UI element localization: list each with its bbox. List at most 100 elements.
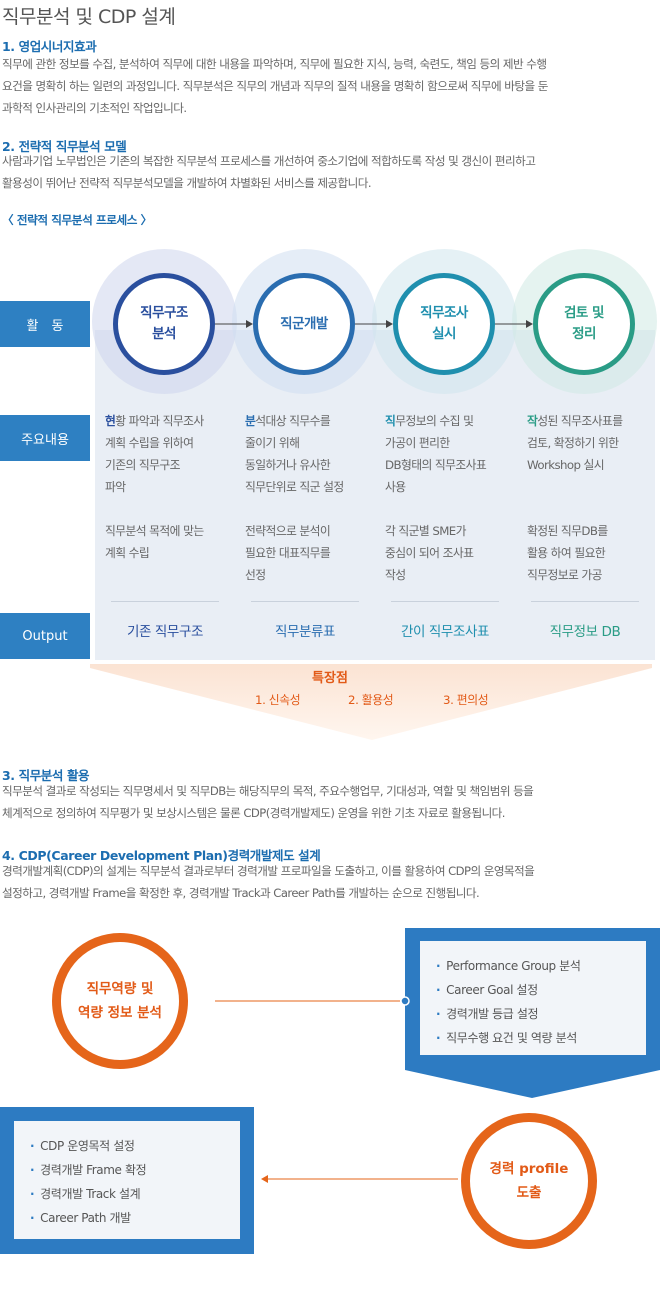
content-line: 계획 수립을 위하여 (105, 436, 194, 450)
column-content-2: 분석대상 직무수를 줄이기 위해 동일하거나 유사한 직무단위로 직군 설정 (245, 410, 370, 498)
output-2: 직무분류표 (274, 624, 336, 640)
column-content-3b: 각 직군별 SME가 중심이 되어 조사표 작성 (385, 520, 510, 586)
circle-label: 직무역량 및 (86, 981, 154, 997)
step-label: 정리 (572, 326, 596, 342)
column-content-1b: 직무분석 목적에 맞는 계획 수립 (105, 520, 230, 564)
row-label-output: Output (0, 613, 90, 659)
content-line: 줄이기 위해 (245, 436, 300, 450)
cdp-circle-profile: 경력 profile 도출 (461, 1113, 597, 1249)
output-3: 간이 직무조사표 (400, 624, 490, 640)
column-divider (531, 601, 639, 602)
feature-3: 3. 편의성 (443, 693, 489, 707)
content-line: Workshop 실시 (527, 458, 605, 472)
section3-line: 직무분석 결과로 작성되는 직무명세서 및 직무DB는 해당직무의 목적, 주요… (2, 784, 534, 798)
list-item: Career Goal 설정 (436, 978, 580, 1002)
list-item: Career Path 개발 (30, 1206, 146, 1230)
content-line: 필요한 대표직무를 (245, 546, 331, 560)
cdp-list2: CDP 운영목적 설정 경력개발 Frame 확정 경력개발 Track 설계 … (30, 1134, 146, 1230)
first-char: 분 (245, 414, 256, 428)
content-line: 직무분석 목적에 맞는 (105, 524, 204, 538)
step-label: 실시 (432, 326, 456, 342)
list-item: CDP 운영목적 설정 (30, 1134, 146, 1158)
step-label: 검토 및 (564, 305, 604, 321)
content-line: 기존의 직무구조 (105, 458, 181, 472)
content-line: 전략적으로 분석이 (245, 524, 331, 538)
step-circle-2: 직군개발 (253, 273, 355, 375)
section2-body: 사람과기업 노무법인은 기존의 복잡한 직무분석 프로세스를 개선하여 중소기업… (2, 150, 652, 194)
content-line: 황 파악과 직무조사 (115, 414, 204, 428)
content-line: 가공이 편리한 (385, 436, 450, 450)
column-divider (391, 601, 499, 602)
row-label-content: 주요내용 (0, 415, 90, 461)
first-char: 현 (105, 414, 116, 428)
section2-line: 사람과기업 노무법인은 기존의 복잡한 직무분석 프로세스를 개선하여 중소기업… (2, 154, 536, 168)
process-title: 〈 전략적 직무분석 프로세스 〉 (2, 213, 152, 227)
section1-line: 과학적 인사관리의 기초적인 작업입니다. (2, 101, 187, 115)
content-line: 활용 하여 필요한 (527, 546, 606, 560)
content-line: 중심이 되어 조사표 (385, 546, 474, 560)
content-line: 무정보의 수집 및 (395, 414, 474, 428)
list-item: Performance Group 분석 (436, 954, 581, 978)
section2-title: 2. 전략적 직무분석 모델 (2, 139, 127, 154)
step-label: 직무구조 (140, 305, 188, 321)
section4-title: 4. CDP(Career Development Plan)경력개발제도 설계 (2, 848, 321, 863)
content-line: 계획 수립 (105, 546, 150, 560)
column-divider (111, 601, 219, 602)
section4-body: 경력개발계획(CDP)의 설계는 직무분석 결과로부터 경력개발 프로파일을 도… (2, 860, 652, 904)
content-line: DB형태의 직무조사표 (385, 458, 487, 472)
row-label-activity: 활 동 (0, 301, 90, 347)
section4-line: 경력개발계획(CDP)의 설계는 직무분석 결과로부터 경력개발 프로파일을 도… (2, 864, 535, 878)
output-4: 직무정보 DB (549, 624, 621, 640)
content-line: 작성 (385, 568, 406, 582)
content-line: 파악 (105, 480, 126, 494)
output-1: 기존 직무구조 (126, 624, 203, 640)
content-line: 검토, 확정하기 위한 (527, 436, 619, 450)
content-line: 사용 (385, 480, 406, 494)
feature-1: 1. 신속성 (255, 693, 301, 707)
features-chevron (90, 664, 652, 740)
content-line: 석대상 직무수를 (255, 414, 331, 428)
step-label: 직군개발 (280, 315, 328, 332)
step-label: 분석 (152, 326, 176, 342)
section4-line: 설정하고, 경력개발 Frame을 확정한 후, 경력개발 Track과 Car… (2, 886, 480, 900)
cdp-list1: Performance Group 분석 Career Goal 설정 경력개발… (436, 954, 581, 1050)
section1-body: 직무에 관한 정보를 수집, 분석하여 직무에 대한 내용을 파악하며, 직무에… (2, 53, 652, 119)
column-content-4: 작성된 직무조사표를 검토, 확정하기 위한 Workshop 실시 (527, 410, 652, 476)
step-label: 직무조사 (420, 305, 468, 321)
section1-title: 1. 영업시너지효과 (2, 39, 97, 54)
content-line: 성된 직무조사표를 (537, 414, 623, 428)
column-content-1: 현황 파악과 직무조사 계획 수립을 위하여 기존의 직무구조 파악 (105, 410, 230, 498)
section2-line: 활용성이 뛰어난 전략적 직무분석모델을 개발하여 차별화된 서비스를 제공합니… (2, 176, 372, 190)
section3-body: 직무분석 결과로 작성되는 직무명세서 및 직무DB는 해당직무의 목적, 주요… (2, 780, 652, 824)
column-content-2b: 전략적으로 분석이 필요한 대표직무를 선정 (245, 520, 370, 586)
content-line: 동일하거나 유사한 (245, 458, 331, 472)
list-item: 경력개발 Track 설계 (30, 1182, 146, 1206)
content-line: 확정된 직무DB를 (527, 524, 608, 538)
feature-2: 2. 활용성 (348, 693, 394, 707)
column-content-4b: 확정된 직무DB를 활용 하여 필요한 직무정보로 가공 (527, 520, 652, 586)
section1-line: 요건을 명확히 하는 일련의 과정입니다. 직무분석은 직무의 개념과 직무의 … (2, 79, 548, 93)
list-item: 경력개발 등급 설정 (436, 1002, 580, 1026)
content-line: 선정 (245, 568, 266, 582)
features-title: 특장점 (312, 671, 348, 686)
cdp-circle-competency: 직무역량 및 역량 정보 분석 (52, 933, 188, 1069)
section3-title: 3. 직무분석 활용 (2, 768, 90, 783)
content-line: 직무정보로 가공 (527, 568, 603, 582)
list-item: 직무수행 요건 및 역량 분석 (436, 1026, 580, 1050)
section3-line: 체계적으로 정의하여 직무평가 및 보상시스템은 물론 CDP(경력개발제도) … (2, 806, 505, 820)
column-content-3: 직무정보의 수집 및 가공이 편리한 DB형태의 직무조사표 사용 (385, 410, 510, 498)
circle-label: 역량 정보 분석 (78, 1005, 162, 1021)
page-title: 직무분석 및 CDP 설계 (2, 6, 176, 28)
circle-label: 도출 (516, 1185, 542, 1201)
content-line: 직무단위로 직군 설정 (245, 480, 344, 494)
circle-label: 경력 profile (489, 1161, 569, 1177)
list-item: 경력개발 Frame 확정 (30, 1158, 146, 1182)
first-char: 직 (385, 414, 396, 428)
column-divider (251, 601, 359, 602)
content-line: 각 직군별 SME가 (385, 524, 466, 538)
section1-line: 직무에 관한 정보를 수집, 분석하여 직무에 대한 내용을 파악하며, 직무에… (2, 57, 547, 71)
first-char: 작 (527, 414, 538, 428)
